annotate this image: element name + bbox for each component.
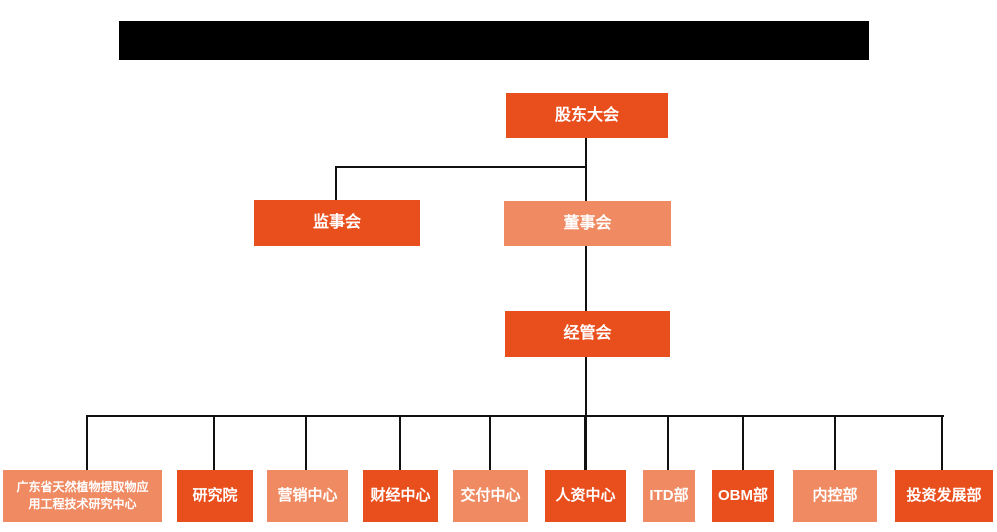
connector-drop [834, 415, 836, 470]
node-label: 研究院 [192, 487, 238, 504]
node-label: 广东省天然植物提取物应用工程技术研究中心 [16, 479, 149, 511]
org-node-shareholders-meeting: 股东大会 [506, 93, 668, 138]
connector-department-rail [86, 415, 944, 417]
org-node-board-of-directors: 董事会 [504, 201, 671, 246]
connector-drop [941, 415, 943, 470]
org-node-finance-center: 财经中心 [363, 470, 438, 522]
node-label: 投资发展部 [906, 487, 982, 504]
connector-supervisory-drop [335, 166, 337, 201]
org-node-research-institute: 研究院 [177, 470, 253, 522]
org-node-management-committee: 经管会 [505, 311, 670, 357]
node-label: OBM部 [718, 487, 768, 504]
org-node-investment-development-department: 投资发展部 [895, 470, 993, 522]
org-node-research-center-gd: 广东省天然植物提取物应用工程技术研究中心 [3, 470, 162, 522]
node-label: 股东大会 [554, 106, 619, 124]
org-node-itd-department: ITD部 [643, 470, 695, 522]
node-label: 营销中心 [277, 487, 338, 504]
connector-drop [489, 415, 491, 470]
connector-shareholders-down [585, 138, 587, 201]
org-node-internal-control-department: 内控部 [793, 470, 877, 522]
connector-drop [742, 415, 744, 470]
org-node-obm-department: OBM部 [712, 470, 774, 522]
connector-management-down [585, 357, 587, 470]
connector-board-down [585, 246, 587, 311]
connector-drop [86, 415, 88, 470]
redacted-title-bar [119, 21, 869, 60]
node-label: ITD部 [649, 487, 689, 504]
connector-drop [399, 415, 401, 470]
node-label: 人资中心 [555, 487, 616, 504]
node-label: 董事会 [563, 214, 612, 232]
node-label: 内控部 [812, 487, 858, 504]
connector-drop [305, 415, 307, 470]
org-node-hr-center: 人资中心 [545, 470, 626, 522]
connector-drop [667, 415, 669, 470]
org-node-marketing-center: 营销中心 [267, 470, 348, 522]
connector-level2-horizontal [335, 166, 587, 168]
connector-drop [584, 415, 586, 470]
org-node-delivery-center: 交付中心 [453, 470, 528, 522]
node-label: 监事会 [312, 214, 361, 232]
connector-drop [213, 415, 215, 470]
org-node-supervisory-board: 监事会 [254, 200, 420, 246]
node-label: 财经中心 [370, 487, 431, 504]
node-label: 经管会 [563, 325, 612, 343]
node-label: 交付中心 [460, 487, 521, 504]
